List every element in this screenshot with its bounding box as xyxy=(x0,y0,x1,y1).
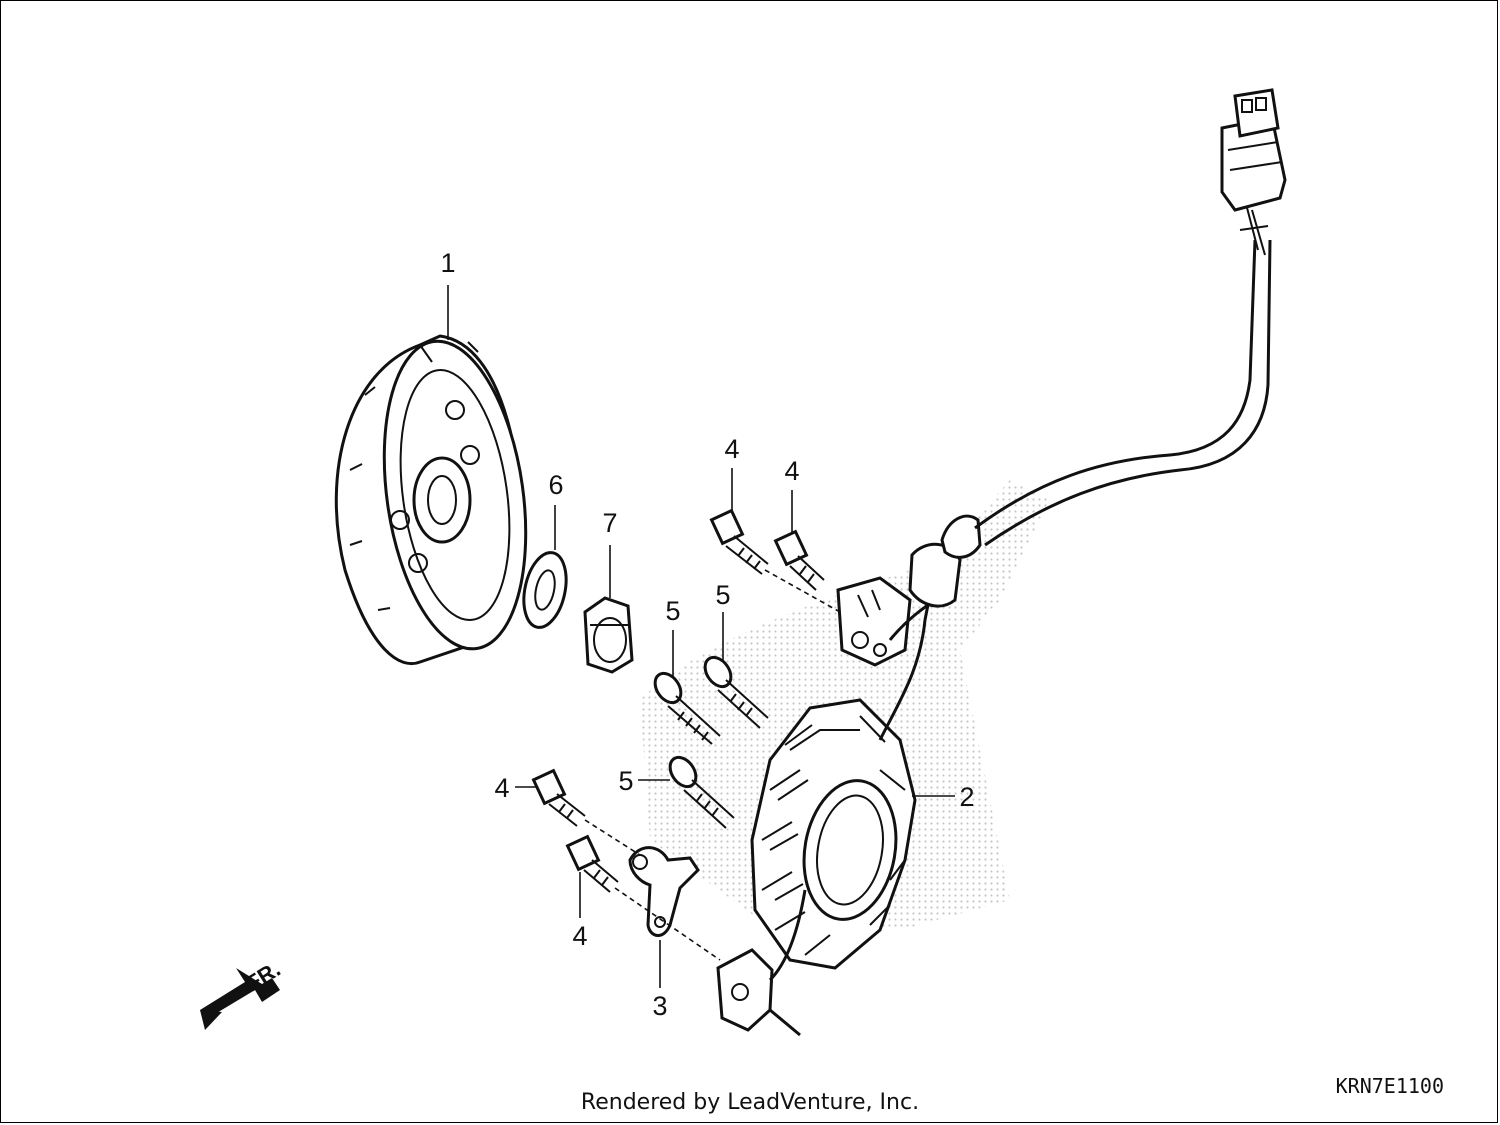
callout-2: 2 xyxy=(959,782,974,812)
callout-5-b: 5 xyxy=(715,580,730,610)
pickup-sensor[interactable] xyxy=(836,576,912,667)
pulse-generator[interactable] xyxy=(716,889,807,1037)
callout-1: 1 xyxy=(440,248,455,278)
drawing-code: KRN7E1100 xyxy=(1335,1074,1444,1098)
render-credit: Rendered by LeadVenture, Inc. xyxy=(580,1090,920,1115)
bolt-5-a[interactable] xyxy=(650,669,721,745)
stator-coil[interactable] xyxy=(750,698,917,970)
bolt-4-lower-right[interactable] xyxy=(565,834,619,893)
cable-clamp[interactable] xyxy=(628,846,700,937)
bolt-5-b[interactable] xyxy=(700,653,769,729)
wire-harness[interactable] xyxy=(878,199,1272,741)
washer[interactable] xyxy=(518,549,573,632)
callout-5-a: 5 xyxy=(665,596,680,626)
callout-4-b: 4 xyxy=(784,456,799,486)
callout-7: 7 xyxy=(602,508,617,538)
bolt-5-c[interactable] xyxy=(665,753,735,829)
callout-4-a: 4 xyxy=(724,434,739,464)
callout-4-d: 4 xyxy=(572,921,587,951)
flange-nut[interactable] xyxy=(583,596,634,674)
callout-4-c: 4 xyxy=(494,773,509,803)
callout-6: 6 xyxy=(548,470,563,500)
callout-5-c: 5 xyxy=(618,766,633,796)
bolt-4-top-right[interactable] xyxy=(773,529,825,591)
harness-connector[interactable] xyxy=(1220,88,1287,212)
flywheel-rotor[interactable] xyxy=(334,332,544,666)
bolt-4d-axis xyxy=(614,887,721,961)
bolt-4-top-left[interactable] xyxy=(709,508,769,575)
bolt-4-lower-left[interactable] xyxy=(531,768,586,827)
front-direction-arrow xyxy=(200,968,280,1030)
bolt-4c-axis xyxy=(584,819,641,856)
callout-3: 3 xyxy=(652,991,667,1021)
